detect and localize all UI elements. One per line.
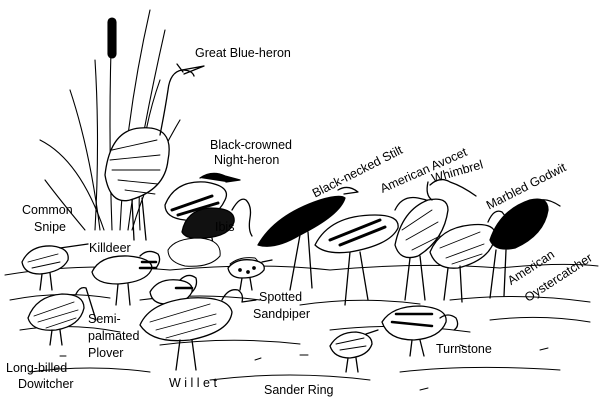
common-snipe-drawing: [21, 243, 89, 291]
long-billed-dowitcher-drawing: [27, 286, 97, 346]
spotted-sandpiper-drawing: [227, 259, 273, 291]
sanderling-drawing: [329, 329, 379, 373]
label-sander-ring: Sander Ring: [264, 383, 334, 397]
label-spotted: Spotted: [259, 290, 303, 304]
label-plover: Plover: [88, 346, 124, 360]
label-black-crowned: Black-crowned: [210, 138, 292, 152]
label-ibis: Ibis: [215, 220, 235, 234]
label-semi: Semi-: [88, 312, 121, 326]
reeds: [39, 9, 181, 231]
label-common: Common: [22, 203, 73, 217]
label-great-blue-heron: Great Blue-heron: [195, 46, 291, 60]
willet-drawing: [139, 289, 257, 371]
label-willet: W i l l e t: [169, 376, 217, 390]
american-oystercatcher-drawing: [489, 198, 561, 299]
american-avocet-drawing: [314, 196, 443, 306]
label-snipe: Snipe: [34, 220, 66, 234]
great-blue-heron-drawing: [104, 63, 205, 241]
label-sandpiper: Sandpiper: [253, 307, 310, 321]
label-night-heron: Night-heron: [214, 153, 280, 167]
turnstone-drawing: [381, 305, 459, 357]
label-palmated: palmated: [88, 329, 140, 343]
label-dowitcher: Dowitcher: [18, 377, 74, 391]
label-long-billed: Long-billed: [6, 361, 68, 375]
marbled-godwit-drawing: [429, 210, 523, 303]
label-turnstone: Turnstone: [436, 342, 492, 356]
black-necked-stilt-drawing: [257, 186, 359, 291]
killdeer-drawing: [91, 250, 161, 306]
whimbrel-drawing: [394, 178, 477, 301]
label-killdeer: Killdeer: [89, 241, 131, 255]
